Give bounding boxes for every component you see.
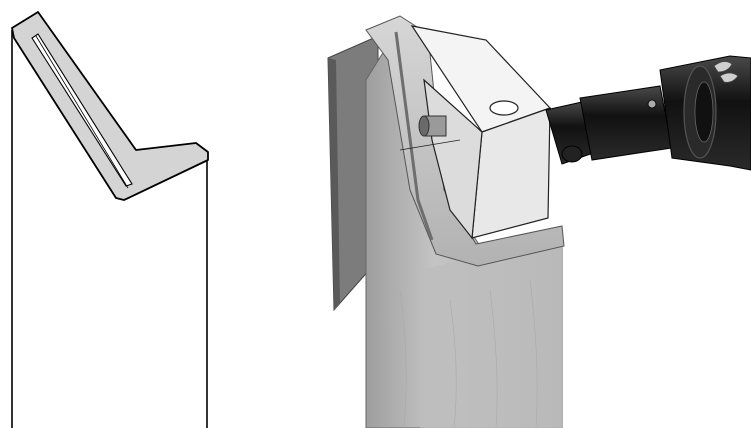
tool-screw (647, 99, 657, 109)
l-bracket-profile-icon (11, 11, 209, 428)
fixture-assembly-panel (300, 0, 751, 428)
back-plate-edge (328, 58, 340, 310)
guide-pin-tip (418, 115, 430, 137)
l-profile-shape (11, 11, 209, 201)
post-front-face (420, 236, 562, 428)
wood-grain (379, 279, 538, 428)
profile-groove (31, 33, 133, 187)
groove-center-line (35, 35, 129, 189)
router-jig-assembly-icon (327, 15, 751, 428)
jig-top-hole (489, 100, 519, 116)
tool-nut (561, 145, 583, 163)
tool-body (579, 85, 673, 161)
cap-groove-line (394, 31, 434, 241)
profile-cross-section-panel (0, 0, 230, 428)
tool-ring-inner (694, 81, 714, 143)
tool-grip-knobs (713, 61, 739, 83)
pin-reference-line (399, 139, 461, 151)
